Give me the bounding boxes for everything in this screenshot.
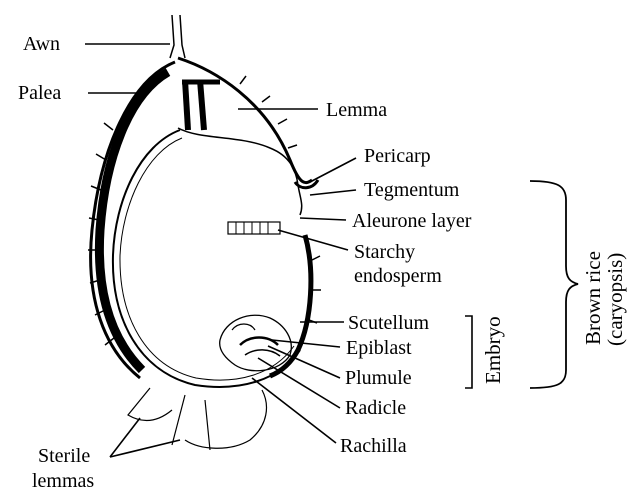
label-palea: Palea <box>18 82 61 104</box>
label-tegmentum: Tegmentum <box>364 179 460 201</box>
embryo-detail-3 <box>232 324 255 330</box>
label-rachilla: Rachilla <box>340 435 407 457</box>
starchy-leader <box>278 230 348 250</box>
label-endosperm: endosperm <box>354 265 442 287</box>
inner-fold <box>178 128 302 215</box>
label-starchy: Starchy <box>354 241 415 263</box>
label-embryo: Embryo <box>481 316 505 384</box>
radicle-leader <box>258 358 340 408</box>
embryo-detail-1 <box>240 338 278 346</box>
label-lemma: Lemma <box>326 99 387 121</box>
tegmentum-leader <box>310 190 356 195</box>
sterile-lemma-left <box>128 388 172 420</box>
leader-lines <box>85 44 356 457</box>
label-plumule: Plumule <box>345 367 412 389</box>
label-brown-rice: Brown rice <box>581 251 605 345</box>
label-aleurone-layer: Aleurone layer <box>352 210 472 232</box>
awn-tip <box>170 15 185 58</box>
label-caryopsis: (caryopsis) <box>603 253 627 346</box>
label-radicle: Radicle <box>345 397 406 419</box>
top-strand-1 <box>185 80 188 130</box>
label-epiblast: Epiblast <box>346 337 412 359</box>
seed-coat-inner <box>120 138 294 380</box>
embryo-detail-2 <box>245 350 280 356</box>
label-lemmas: lemmas <box>32 470 94 492</box>
embryo-outline <box>220 315 292 370</box>
label-pericarp: Pericarp <box>364 145 431 167</box>
endosperm-cells <box>236 222 268 234</box>
brown-rice-bracket <box>530 181 578 388</box>
top-strand-2 <box>200 80 204 130</box>
aleurone-leader <box>300 218 346 220</box>
epiblast-leader <box>272 340 340 347</box>
label-sterile: Sterile <box>38 445 90 467</box>
rachilla-base <box>172 395 210 450</box>
pericarp-leader <box>310 158 356 182</box>
label-awn: Awn <box>23 33 60 55</box>
rachilla-leader <box>252 378 336 443</box>
label-scutellum: Scutellum <box>348 312 430 334</box>
sterile-lemma-right <box>185 390 266 448</box>
embryo-bracket <box>465 316 472 388</box>
